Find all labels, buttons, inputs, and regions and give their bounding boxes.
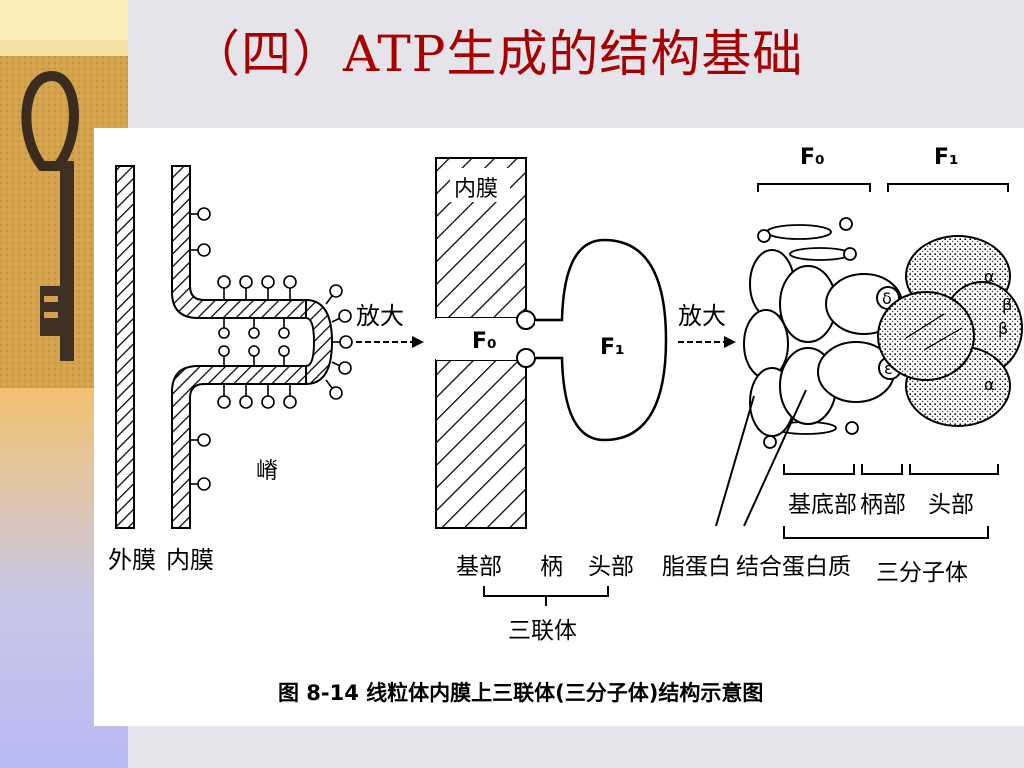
membrane-block-lower <box>435 359 527 529</box>
label-inner-membrane-top: 内膜 <box>454 177 498 202</box>
label-stalk-part: 柄部 <box>860 492 906 518</box>
label-head-part: 头部 <box>928 492 974 518</box>
label-tripartite: 三联体 <box>508 618 577 644</box>
zoom-arrow-2: 放大 <box>678 302 736 348</box>
label-basal-part: 基底部 <box>788 492 857 518</box>
label-sub-beta2: β <box>1002 295 1012 314</box>
slide-title: （四）ATP生成的结构基础 <box>190 25 804 83</box>
label-f1: F₁ <box>600 335 625 360</box>
label-sub-alpha2: α <box>984 375 995 394</box>
left-decor-band <box>0 0 128 40</box>
label-crista: 嵴 <box>256 459 278 484</box>
label-f0-top: F₀ <box>800 145 825 170</box>
zoom-arrow-1: 放大 <box>356 302 424 348</box>
label-binding-protein: 结合蛋白质 <box>736 554 851 580</box>
label-sub-epsilon: ε <box>884 359 893 378</box>
label-head: 头部 <box>588 554 634 580</box>
outer-membrane-shape <box>115 165 135 529</box>
panel-subunits: F₀ F₁ δ <box>662 145 1023 586</box>
label-zoom-1: 放大 <box>356 302 404 330</box>
label-stalk: 柄 <box>540 554 563 580</box>
head-subunits <box>877 235 1023 427</box>
label-sub-alpha1: α <box>984 267 995 286</box>
inner-membrane-lower <box>171 365 307 529</box>
atp-synthase-diagram: 外膜 内膜 嵴 放大 内膜 F₀ F₁ 基部 柄 头部 <box>94 128 1024 726</box>
f1-head-shape <box>535 238 668 442</box>
label-zoom-2: 放大 <box>678 302 726 330</box>
panel-tripartite: 内膜 F₀ F₁ 基部 柄 头部 三联体 <box>435 157 668 644</box>
figure-caption: 图 8-14 线粒体内膜上三联体(三分子体)结构示意图 <box>278 681 763 705</box>
label-f0: F₀ <box>472 329 497 354</box>
label-three-subunit: 三分子体 <box>876 560 968 586</box>
label-sub-delta: δ <box>882 289 892 308</box>
crista-tip <box>305 298 334 386</box>
label-lipoprotein: 脂蛋白 <box>662 554 731 580</box>
knob-particles <box>190 207 353 491</box>
diagram-svg: 外膜 内膜 嵴 放大 内膜 F₀ F₁ 基部 柄 头部 <box>108 145 1023 705</box>
label-outer-membrane: 外膜 <box>108 546 156 574</box>
inner-membrane-upper <box>171 165 307 319</box>
label-inner-membrane: 内膜 <box>166 546 214 574</box>
label-sub-beta1: β <box>998 319 1008 338</box>
label-base: 基部 <box>456 554 502 580</box>
panel-membranes: 外膜 内膜 嵴 <box>108 165 353 574</box>
label-f1-top: F₁ <box>934 145 959 170</box>
